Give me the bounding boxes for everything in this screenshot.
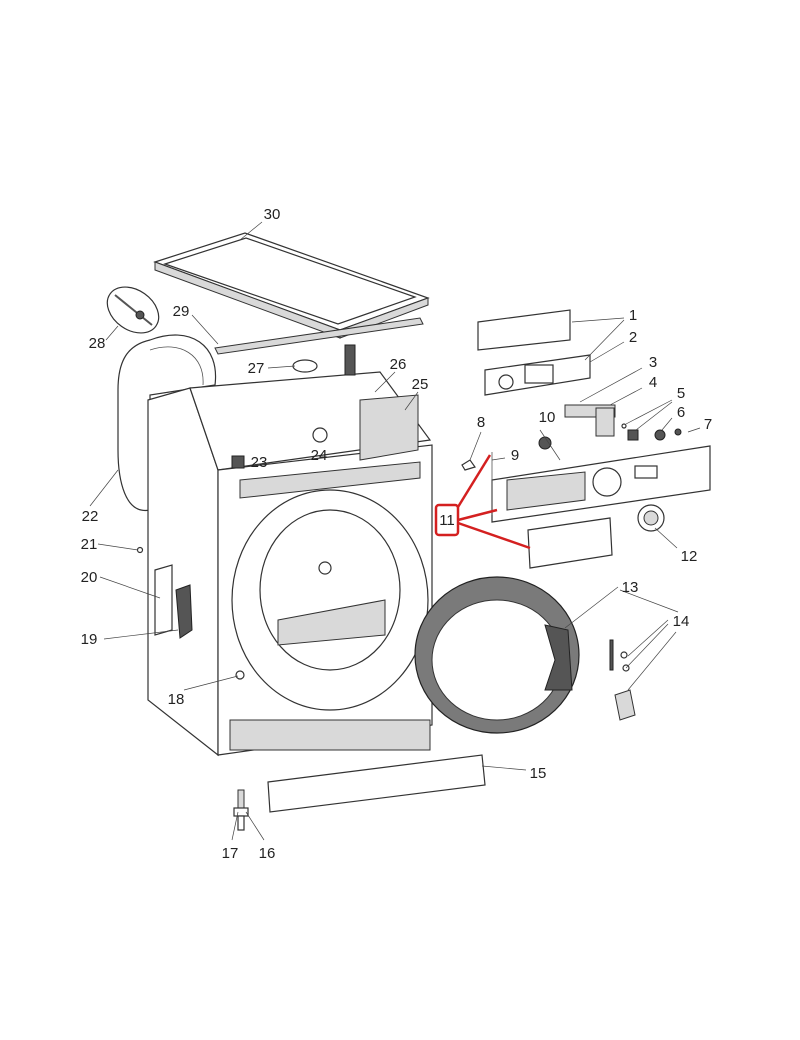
part-label-20: 20 (81, 569, 98, 586)
part-label-13: 13 (622, 579, 639, 596)
door (414, 576, 580, 734)
part-label-18: 18 (168, 691, 185, 708)
part-label-9: 9 (511, 447, 519, 464)
part-label-10: 10 (539, 409, 556, 426)
part-label-11: 11 (439, 512, 455, 529)
part-label-6: 6 (677, 404, 685, 421)
control-panel (491, 445, 711, 569)
part-label-24: 24 (311, 447, 328, 464)
rear-panel (117, 334, 217, 511)
part-label-27: 27 (248, 360, 265, 377)
part-label-5: 5 (677, 385, 685, 402)
clamp-kit (106, 286, 160, 334)
part-label-2: 2 (629, 329, 637, 346)
part-label-28: 28 (89, 335, 106, 352)
part-label-3: 3 (649, 354, 657, 371)
top-cover (153, 232, 430, 339)
part-label-14: 14 (673, 613, 690, 630)
part-label-22: 22 (82, 508, 99, 525)
cabinet (136, 344, 433, 757)
part-label-17: 17 (222, 845, 239, 862)
part-label-19: 19 (81, 631, 98, 648)
leader-lines (89, 221, 701, 841)
part-label-4: 4 (649, 374, 657, 391)
part-label-25: 25 (412, 376, 429, 393)
highlight-callout-11 (434, 454, 531, 550)
part-label-29: 29 (173, 303, 190, 320)
part-label-7: 7 (704, 416, 712, 433)
part-label-1: 1 (629, 307, 637, 324)
part-label-16: 16 (259, 845, 276, 862)
part-label-23: 23 (251, 454, 268, 471)
control-boards (461, 309, 682, 471)
door-handle (609, 639, 636, 721)
part-label-12: 12 (681, 548, 698, 565)
adjustable-foot (233, 789, 249, 831)
rear-rail (214, 317, 424, 355)
part-label-21: 21 (81, 536, 98, 553)
part-label-26: 26 (390, 356, 407, 373)
part-label-8: 8 (477, 414, 485, 431)
part-label-30: 30 (264, 206, 281, 223)
kick-plate (267, 754, 486, 813)
part-label-15: 15 (530, 765, 547, 782)
